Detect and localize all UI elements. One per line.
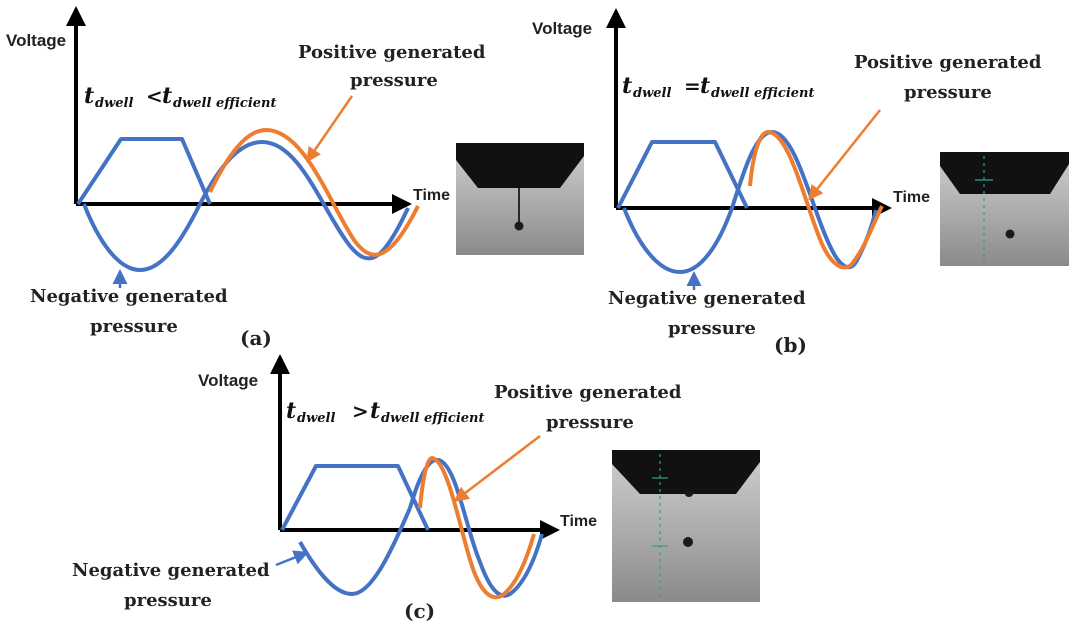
positive-pressure-label-line2: pressure bbox=[546, 412, 634, 433]
panel-a: Voltage Time t dwell < t dwell efficient… bbox=[6, 6, 584, 350]
panel-caption: (c) bbox=[404, 599, 435, 623]
condition-lhs-sub: dwell bbox=[297, 411, 335, 426]
condition-rhs: t bbox=[700, 73, 710, 99]
negative-pressure-label-line1: Negative generated bbox=[30, 286, 228, 307]
condition-rhs-sub: dwell efficient bbox=[173, 96, 277, 111]
condition-relation: < bbox=[146, 84, 163, 108]
negative-pressure-label-line2: pressure bbox=[90, 316, 178, 337]
condition-relation: > bbox=[352, 399, 369, 423]
positive-pressure-label-line1: Positive generated bbox=[494, 382, 682, 403]
panel-caption: (a) bbox=[240, 326, 272, 350]
positive-pressure-arrow bbox=[453, 435, 541, 502]
y-axis-label: Voltage bbox=[6, 31, 66, 50]
residual-pressure-wave bbox=[198, 139, 410, 261]
negative-pressure-label-line1: Negative generated bbox=[608, 288, 806, 309]
positive-pressure-label-line1: Positive generated bbox=[854, 52, 1042, 73]
panel-c: Voltage Time t dwell > t dwell efficient… bbox=[72, 354, 760, 623]
x-axis-label: Time bbox=[560, 513, 597, 530]
condition-rhs-sub: dwell efficient bbox=[381, 411, 485, 426]
negative-pressure-label-line1: Negative generated bbox=[72, 560, 270, 581]
negative-pressure-arrow bbox=[275, 550, 309, 567]
y-axis-label: Voltage bbox=[198, 371, 258, 390]
positive-pressure-label-line2: pressure bbox=[350, 70, 438, 91]
y-axis-label: Voltage bbox=[532, 19, 592, 38]
positive-pressure-label-line2: pressure bbox=[904, 82, 992, 103]
positive-pressure-wave bbox=[748, 129, 884, 270]
condition-rhs: t bbox=[162, 83, 172, 109]
droplet-photo bbox=[612, 450, 760, 602]
positive-pressure-wave bbox=[208, 127, 420, 257]
droplet-photo bbox=[940, 152, 1069, 266]
negative-pressure-wave bbox=[298, 507, 412, 597]
applied-pulse-trapezoid bbox=[616, 140, 749, 209]
condition-relation: = bbox=[684, 74, 701, 98]
residual-pressure-wave bbox=[408, 458, 544, 598]
positive-pressure-label-line1: Positive generated bbox=[298, 42, 486, 63]
droplet-photo bbox=[456, 143, 584, 255]
condition-lhs-sub: dwell bbox=[633, 86, 671, 101]
panel-b: Voltage Time t dwell = t dwell efficient… bbox=[532, 8, 1069, 357]
condition-rhs-sub: dwell efficient bbox=[711, 86, 815, 101]
condition-rhs: t bbox=[370, 398, 380, 424]
x-axis-label: Time bbox=[413, 187, 450, 204]
positive-pressure-wave bbox=[418, 455, 536, 600]
condition-lhs: t bbox=[286, 398, 296, 424]
negative-pressure-wave bbox=[622, 207, 734, 275]
applied-pulse-trapezoid bbox=[76, 137, 212, 206]
negative-pressure-label-line2: pressure bbox=[124, 590, 212, 611]
negative-pressure-wave bbox=[82, 203, 202, 273]
positive-pressure-arrow bbox=[306, 95, 354, 163]
panel-caption: (b) bbox=[774, 333, 807, 357]
condition-lhs: t bbox=[622, 73, 632, 99]
x-axis-label: Time bbox=[893, 189, 930, 206]
positive-pressure-arrow bbox=[808, 109, 881, 201]
condition-lhs-sub: dwell bbox=[95, 96, 133, 111]
negative-pressure-label-line2: pressure bbox=[668, 318, 756, 339]
condition-lhs: t bbox=[84, 83, 94, 109]
